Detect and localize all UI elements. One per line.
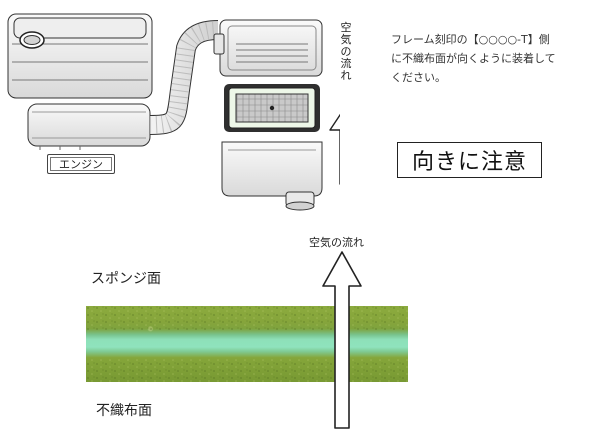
airbox-assembly-diagram xyxy=(7,13,340,211)
airflow-char: 流 xyxy=(340,57,352,70)
nonwoven-face-label: 不織布面 xyxy=(96,403,152,419)
engine-illustration xyxy=(7,13,153,150)
engine-label: エンジン xyxy=(47,154,115,174)
installation-note: フレーム刻印の【○○○○-T】側 に不織布面が向くように装着して ください。 xyxy=(391,30,596,87)
airflow-arrow-upper xyxy=(329,113,340,185)
airflow-char: れ xyxy=(340,69,352,82)
airflow-char: 空 xyxy=(340,21,352,34)
airflow-char: の xyxy=(340,45,352,58)
airbox-cover-upper xyxy=(213,19,323,77)
airflow-vertical-label: 空 気 の 流 れ xyxy=(338,22,354,82)
note-line: に不織布面が向くように装着して xyxy=(391,52,556,65)
orientation-caution-box: 向きに注意 xyxy=(397,142,542,178)
filter-texture xyxy=(86,306,408,382)
intake-hose xyxy=(149,20,219,135)
airflow-arrow-lower xyxy=(322,251,362,429)
airflow-char: 気 xyxy=(340,33,352,46)
note-line: ください。 xyxy=(391,71,446,84)
sponge-face-label: スポンジ面 xyxy=(91,271,161,287)
airbox-base-lower xyxy=(221,141,323,211)
airflow-label-lower: 空気の流れ xyxy=(309,236,364,249)
note-line: フレーム刻印の【○○○○-T】側 xyxy=(391,33,550,46)
air-filter-element xyxy=(224,84,320,132)
